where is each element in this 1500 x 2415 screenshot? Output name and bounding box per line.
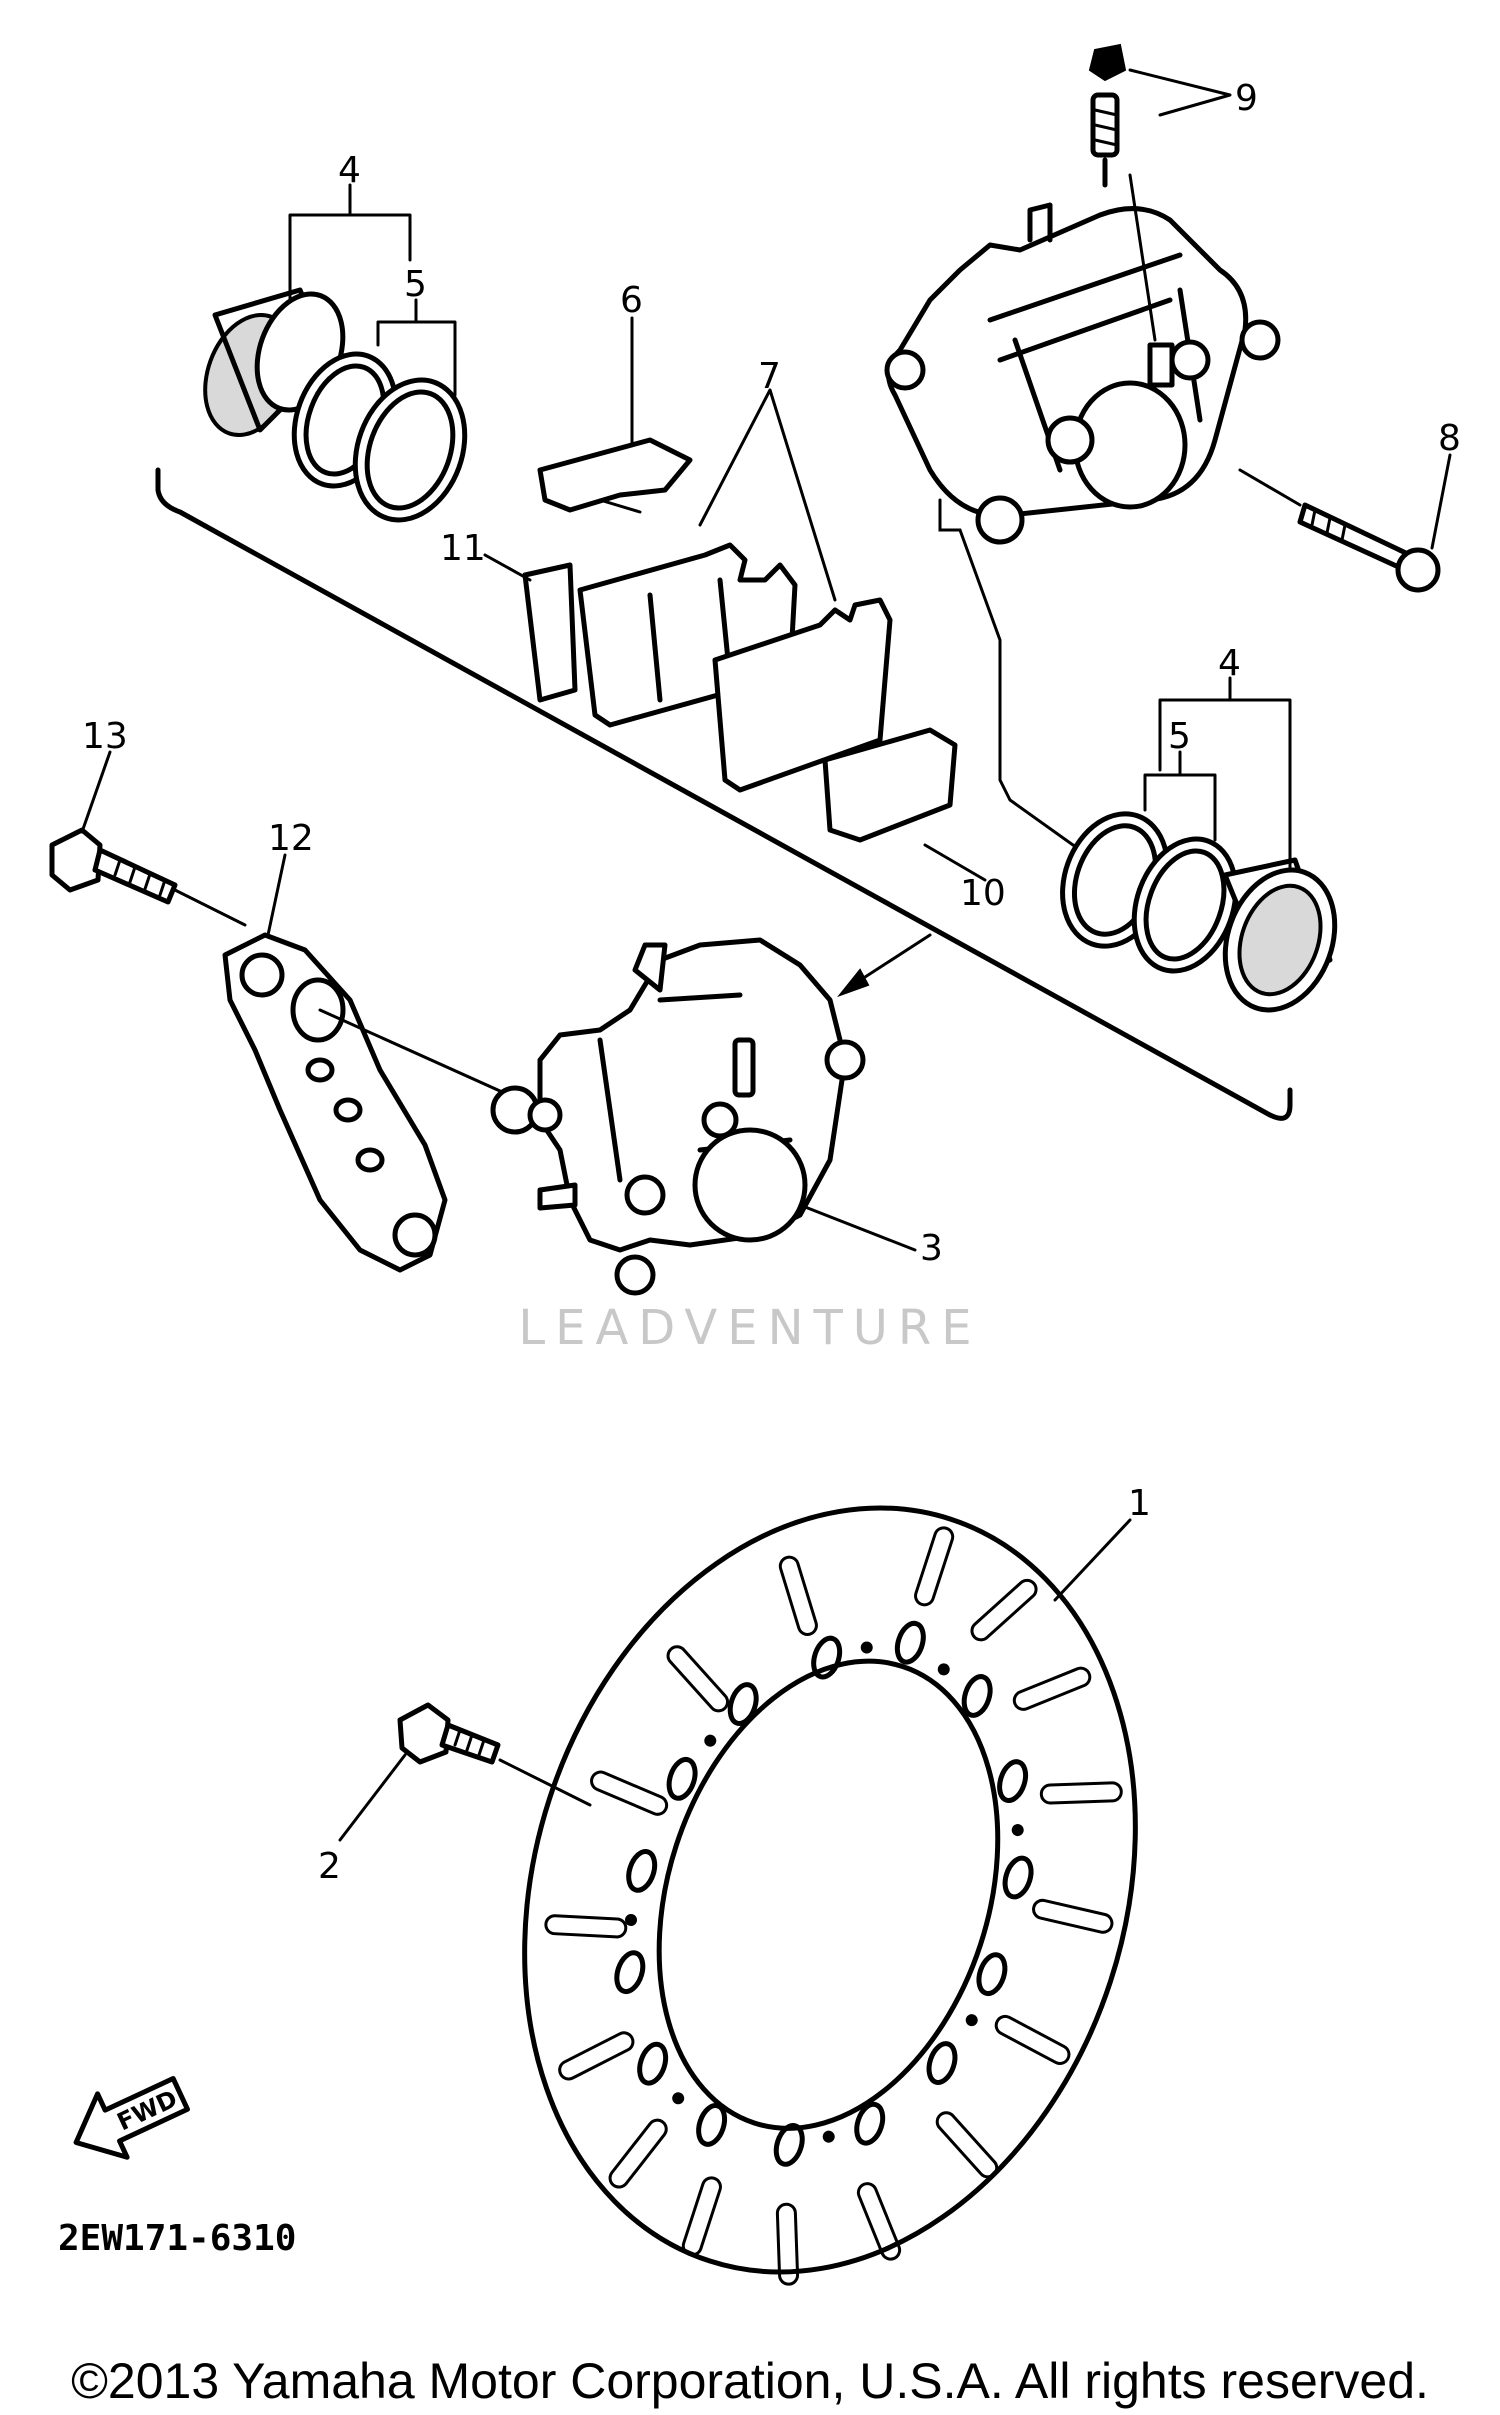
fwd-arrow: FWD [73, 2075, 190, 2160]
leader-2 [338, 1753, 407, 1842]
callout-12: 12 [268, 818, 314, 859]
shim-11 [522, 562, 578, 703]
leader-12 [266, 853, 287, 937]
diagram-code: 2EW171-6310 [58, 2218, 297, 2259]
brake-pad-outer [712, 597, 893, 793]
callout-10: 10 [960, 873, 1006, 914]
callout-8: 8 [1438, 418, 1461, 459]
caliper-bracket-12 [222, 932, 448, 1273]
leader-11 [483, 553, 532, 582]
caliper-pin-8 [1297, 502, 1441, 593]
piston-and-seals-lower [1060, 811, 1338, 1013]
copyright-notice: ©2013 Yamaha Motor Corporation, U.S.A. A… [71, 2353, 1429, 2409]
callout-2: 2 [318, 1846, 341, 1887]
leader-5-upper [376, 298, 457, 397]
leader-7 [698, 388, 837, 602]
callout-7: 7 [758, 356, 781, 397]
bolt-13 [49, 827, 178, 905]
callout-4-upper: 4 [338, 150, 361, 191]
callout-5-lower: 5 [1168, 716, 1191, 757]
leader-bracket-line [318, 1008, 522, 1102]
caliper-assembly-3 [490, 937, 866, 1296]
subassembly-bracket [155, 467, 1293, 1121]
piston-and-seals-upper [203, 287, 468, 523]
callout-13: 13 [82, 716, 128, 757]
callout-5-upper: 5 [404, 264, 427, 305]
leader-piston-lower [938, 498, 1082, 852]
leader-13 [80, 750, 112, 834]
leader-bolt-line [173, 888, 247, 927]
callout-1: 1 [1128, 1483, 1151, 1524]
watermark: LEADVENTURE [518, 1300, 982, 1356]
pad-spring-6 [537, 437, 693, 514]
leader-4-lower [1158, 676, 1292, 872]
callout-9: 9 [1235, 78, 1258, 119]
leader-10 [923, 843, 987, 882]
leader-8 [1430, 453, 1452, 550]
leader-5-lower [1143, 750, 1217, 842]
leader-3 [798, 1203, 917, 1252]
bleed-screw-9 [1088, 43, 1127, 188]
brake-disc-1 [522, 1505, 1138, 2286]
shim-10 [822, 727, 958, 843]
leader-1 [1053, 1518, 1132, 1602]
leader-pin-line [1238, 468, 1302, 507]
bolt-2 [397, 1702, 501, 1765]
caliper-body-upper [884, 202, 1281, 545]
leader-9-down [1128, 173, 1157, 342]
callout-6: 6 [620, 280, 643, 321]
leader-9 [1128, 68, 1232, 117]
callout-numbers: 1 2 3 4 5 6 7 8 9 10 11 12 13 4 5 [82, 78, 1461, 1887]
callout-3: 3 [920, 1228, 943, 1269]
assembly-arrow-head [837, 968, 870, 998]
leader-4-upper [288, 183, 412, 302]
callout-11: 11 [440, 528, 486, 569]
callout-4-lower: 4 [1218, 643, 1241, 684]
leader-bolt2-line [498, 1758, 592, 1807]
